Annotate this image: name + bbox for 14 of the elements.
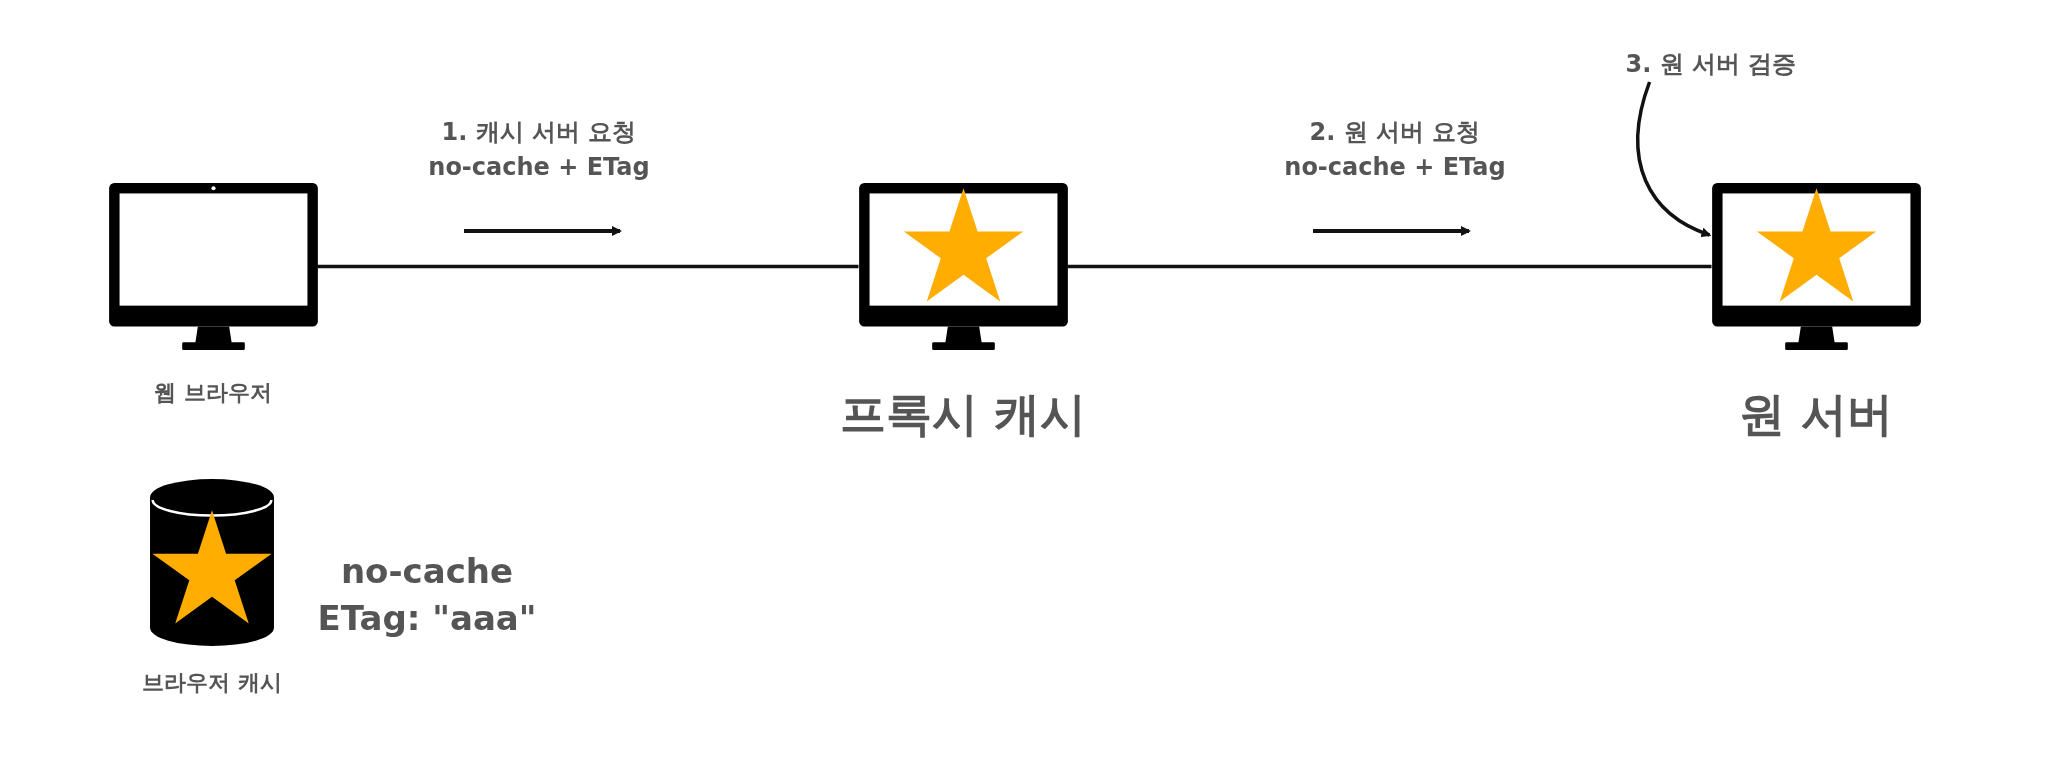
note-text: no-cache + ETag <box>428 153 650 181</box>
node-label: 웹 브라우저 <box>154 379 272 407</box>
note-text: ETag: "aaa" <box>317 598 537 638</box>
node-label: 브라우저 캐시 <box>142 669 282 697</box>
connection-line <box>1067 264 1712 269</box>
node-label: 프록시 캐시 <box>840 386 1086 443</box>
note-text: 1. 캐시 서버 요청 <box>441 117 637 148</box>
annotation-text: 3. 원 서버 검증 <box>1625 49 1797 80</box>
note-text: 2. 원 서버 요청 <box>1309 117 1481 148</box>
note-text: no-cache <box>340 551 514 591</box>
connection-line <box>317 264 859 269</box>
note-text: no-cache + ETag <box>1284 153 1506 181</box>
node-label: 원 서버 <box>1739 386 1893 443</box>
arrow <box>1636 81 1712 237</box>
